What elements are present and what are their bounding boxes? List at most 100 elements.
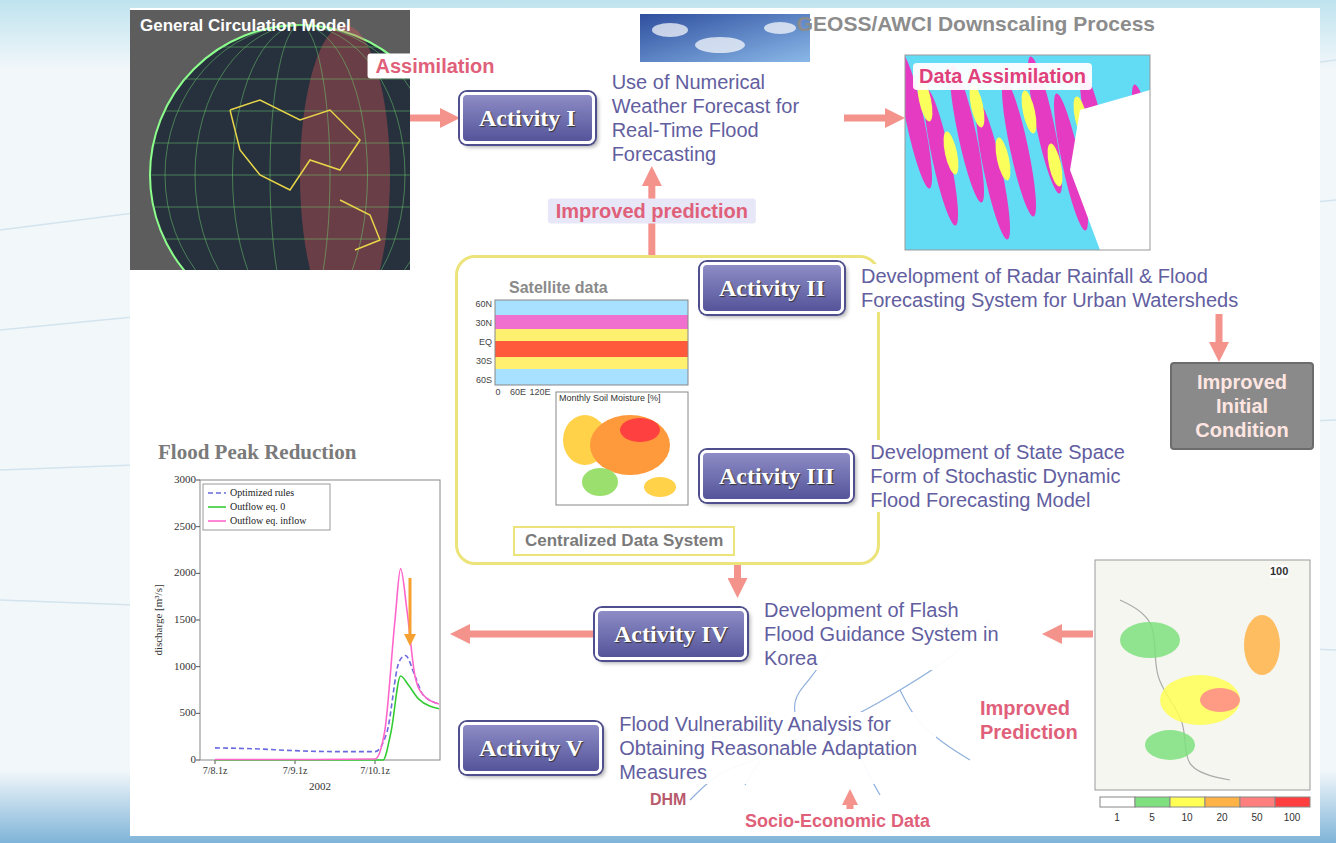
latitude-label: 60S [466, 375, 492, 386]
coastline [340, 200, 380, 250]
legend-line-sample [208, 492, 226, 494]
connector-label: Improved prediction [548, 198, 756, 223]
rain-patch [1200, 688, 1240, 712]
cloud [695, 37, 745, 53]
flow-connector [410, 115, 450, 122]
activity-box: Activity II [700, 262, 844, 314]
scale-swatch [1240, 797, 1275, 807]
axis-tick-label: 2000 [150, 566, 196, 579]
axis-tick [196, 573, 200, 574]
latitude-label: 60N [466, 299, 492, 310]
image-caption: Monthly Soil Moisture [%] [559, 393, 661, 404]
discharge-curve [215, 655, 439, 751]
discharge-curve [215, 569, 439, 760]
flow-connector [460, 631, 595, 638]
soil-patch [620, 418, 660, 442]
globe-illustration [130, 10, 410, 270]
axis-tick-label: 2500 [150, 520, 196, 533]
reduction-arrow [409, 578, 412, 640]
soil-patch [644, 477, 676, 497]
scale-swatch [1100, 797, 1135, 807]
scale-swatch [1275, 797, 1310, 807]
activity-box: Activity IV [595, 608, 747, 660]
activity-node: Activity IV Development of Flash Flood Gu… [595, 598, 1011, 670]
axis-tick-label: 500 [150, 706, 196, 719]
legend-line-sample [208, 506, 226, 508]
activity-description: Use of Numerical Weather Forecast for Re… [609, 70, 844, 166]
model-label: DHM [650, 790, 686, 809]
region-heading: Centralized Data System [513, 526, 735, 556]
white-panel [130, 8, 1320, 836]
plot-frame [200, 480, 440, 760]
activity-description: Flood Vulnerability Analysis for Obtaini… [616, 712, 936, 784]
rain-patch [1244, 615, 1280, 675]
latitude-line [153, 143, 410, 144]
satellite-band [495, 300, 688, 315]
rain-patch [1145, 730, 1195, 760]
flow-label: Improved Prediction [980, 696, 1090, 744]
forecast-image [640, 14, 810, 62]
rain-map [905, 55, 1150, 250]
legend-box [203, 484, 330, 530]
map-frame [1095, 560, 1310, 790]
slide-title: GEOSS/AWCI Downscaling Process [797, 12, 1155, 36]
satellite-band [495, 369, 688, 385]
satellite-band [495, 341, 688, 357]
scale-label: 1 [1114, 812, 1120, 824]
meridian-line [233, 25, 368, 270]
satellite-band [495, 329, 688, 341]
axis-tick [196, 526, 200, 527]
activity-description: Development of Flash Flood Guidance Syst… [761, 598, 1011, 670]
longitude-label: 60E [510, 387, 526, 398]
latitude-label: EQ [466, 337, 492, 348]
map-ground [905, 55, 1150, 250]
axis-tick-label: 7/10.1z [360, 765, 390, 777]
flow-connector [734, 565, 741, 588]
latitude-line [185, 79, 410, 80]
latitude-line [150, 175, 410, 176]
input-label: Socio-Economic Data [745, 810, 930, 832]
scale-label: 100 [1284, 812, 1301, 824]
scale-swatch [1170, 797, 1205, 807]
axis-tick-label: 0 [150, 753, 196, 766]
latitude-line [153, 207, 410, 208]
cloud [764, 22, 796, 34]
latitude-label: 30S [466, 356, 492, 367]
axis-title: discharge [m³/s] [152, 584, 165, 655]
activity-node: Activity II Development of Radar Rainfall… [700, 262, 1268, 314]
axis-tick-label: 1000 [150, 660, 196, 673]
longitude-label: 120E [529, 387, 550, 398]
map-panel: Data Assimilation [905, 55, 1150, 250]
activity-description: Development of Radar Rainfall & Flood Fo… [858, 264, 1268, 312]
flow-connector [1215, 314, 1222, 352]
axis-tick [196, 760, 200, 761]
activity-box: Activity III [700, 450, 853, 502]
rain-band [1045, 142, 1066, 188]
panel-heading: Data Assimilation [913, 63, 1092, 90]
latitude-line [164, 111, 410, 112]
image-frame [495, 300, 688, 385]
legend-text: Optimized rules [230, 487, 294, 499]
panel-heading: General Circulation Model [140, 16, 351, 36]
activity-node: Activity IIIDevelopment of State Space F… [700, 440, 1137, 512]
latitude-label: 30N [466, 318, 492, 329]
axis-tick-label: 7/8.1z [203, 765, 228, 777]
coastline [230, 100, 360, 190]
scale-label: 50 [1251, 812, 1262, 824]
satellite-band [495, 315, 688, 329]
rain-band [967, 83, 988, 129]
scale-label: 20 [1216, 812, 1227, 824]
legend-text: Outflow eq. 0 [230, 501, 285, 513]
condition-box: Improved Initial Condition [1170, 362, 1314, 450]
latitude-line [164, 239, 410, 240]
satellite-band [495, 357, 688, 369]
scale-swatch [1135, 797, 1170, 807]
flow-arrow [1052, 631, 1093, 638]
scale-swatch [1205, 797, 1240, 807]
connector-label: Assimilation [368, 54, 503, 79]
axis-tick [196, 666, 200, 667]
axis-tick-label: 7/9.1z [283, 765, 308, 777]
scale-label: 5 [1149, 812, 1155, 824]
